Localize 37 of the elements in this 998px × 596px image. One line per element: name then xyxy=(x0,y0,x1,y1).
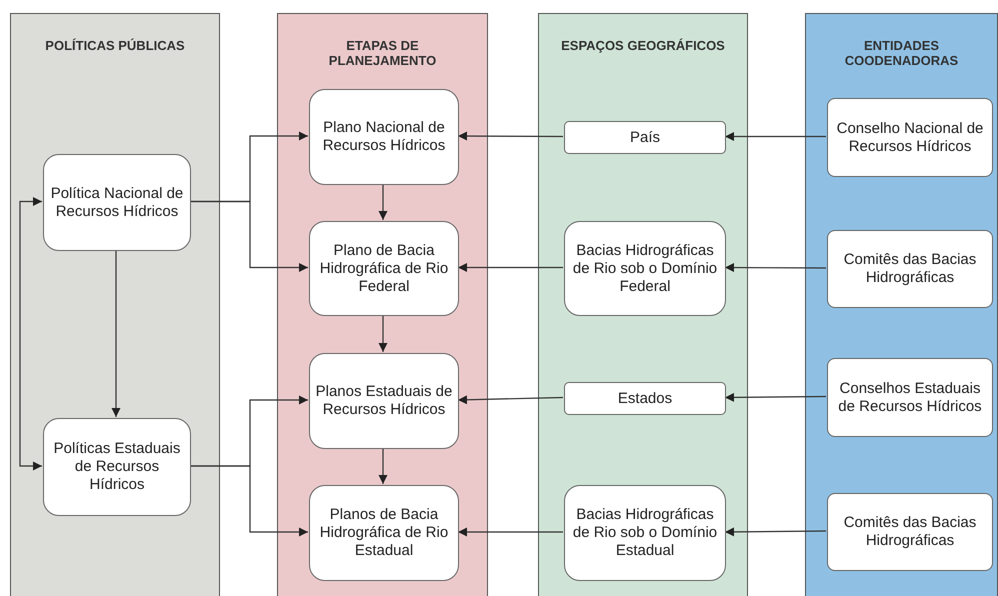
column-heading: POLÍTICAS PÚBLICAS xyxy=(44,38,186,53)
arrow xyxy=(725,263,826,272)
process-box: Política Nacional de Recursos Hídricos xyxy=(43,154,191,251)
column-band xyxy=(805,13,998,596)
process-box: Conselhos Estaduais de Recursos Hídricos xyxy=(827,358,993,437)
column-heading: ESPAÇOS GEOGRÁFICOS xyxy=(560,38,726,53)
process-box: Estados xyxy=(564,382,726,415)
arrow xyxy=(458,263,563,272)
arrow xyxy=(112,250,120,417)
arrow xyxy=(725,132,826,141)
arrow xyxy=(378,315,388,352)
process-box: Plano Nacional de Recursos Hídricos xyxy=(309,89,459,185)
arrow xyxy=(190,200,308,272)
arrow xyxy=(378,448,388,484)
process-box: Conselho Nacional de Recursos Hídricos xyxy=(827,98,993,177)
arrow xyxy=(19,197,42,470)
process-box: Plano de Bacia Hidrográfica de Rio Federal xyxy=(309,221,459,316)
process-box: Planos de Bacia Hidrográfica de Rio Estadual xyxy=(309,485,459,581)
arrow xyxy=(725,527,826,536)
process-box: País xyxy=(564,121,726,154)
arrow xyxy=(458,395,564,404)
column-heading: ETAPAS DE PLANEJAMENTO xyxy=(328,38,438,68)
arrow xyxy=(725,392,826,402)
process-box: Bacias Hidrográficas de Rio sob o Domínio Federal xyxy=(564,221,726,316)
arrow xyxy=(458,528,563,536)
process-box: Políticas Estaduais de Recursos Hídricos xyxy=(43,418,191,516)
column-band xyxy=(538,13,748,596)
arrow xyxy=(190,465,308,536)
process-box: Comitês das Bacias Hidrográficas xyxy=(827,493,993,571)
arrow xyxy=(378,184,388,220)
process-box: Bacias Hidrográficas de Rio sob o Domínio Estadual xyxy=(564,485,726,581)
column-heading: ENTIDADES COODENADORAS xyxy=(844,38,960,68)
process-box: Comitês das Bacias Hidrográficas xyxy=(827,230,993,308)
column-band xyxy=(10,13,220,596)
arrow xyxy=(458,132,563,141)
column-band xyxy=(277,13,488,596)
process-box: Planos Estaduais de Recursos Hídricos xyxy=(309,353,459,449)
